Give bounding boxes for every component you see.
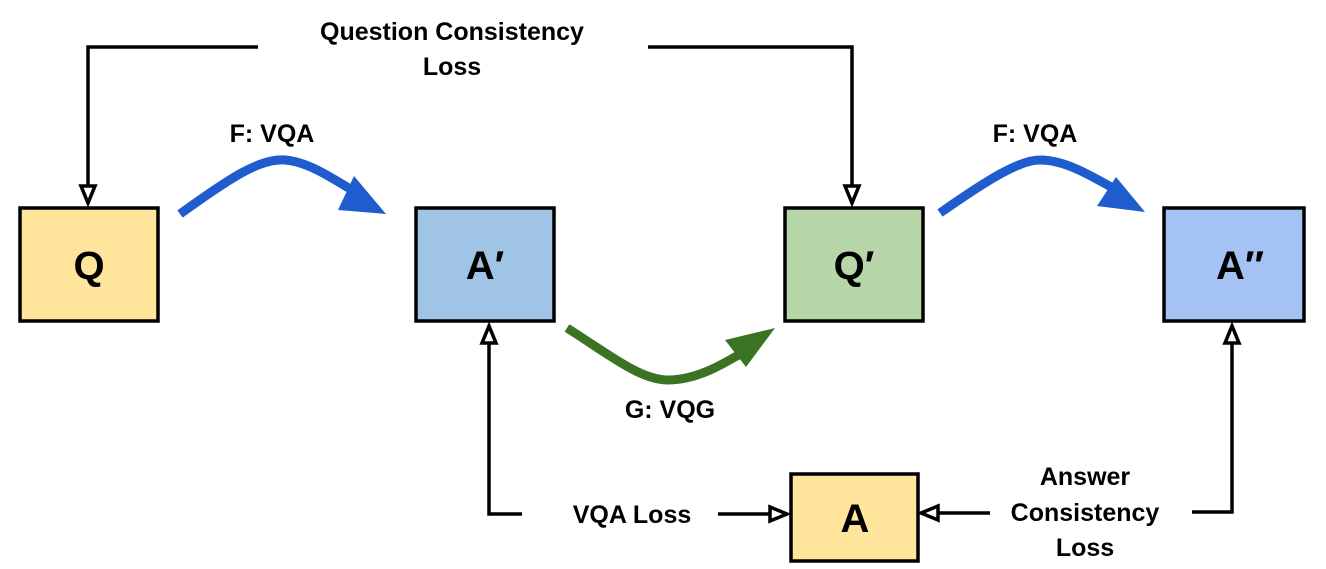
node-a-double-prime-label: A″ (1216, 244, 1264, 288)
node-q-label: Q (73, 244, 104, 288)
question-consistency-loss-label-line2: Loss (423, 53, 481, 81)
vqa-loss-connector (479, 321, 792, 524)
f-vqa-curve-1 (177, 155, 368, 218)
f-vqa-arrow-1 (177, 155, 386, 218)
answer-consistency-loss-label-line1: Answer (1040, 463, 1131, 491)
arrowhead-into-q-prime (842, 184, 862, 208)
node-a-prime-label: A′ (466, 244, 504, 288)
f-vqa-label-2: F: VQA (993, 120, 1078, 148)
node-q: Q (18, 206, 160, 323)
f-vqa-arrowhead-1 (338, 176, 386, 214)
node-a-double-prime: A″ (1162, 206, 1306, 323)
answer-consistency-loss-label-line3: Loss (1056, 534, 1114, 562)
qc-loss-line-to-q-prime (648, 45, 854, 188)
node-q-prime-box (783, 206, 925, 323)
question-consistency-loss-label-line1: Question Consistency (320, 18, 584, 46)
node-a-prime-box (414, 206, 556, 323)
node-a-box (789, 472, 920, 563)
qc-loss-line-to-q (86, 45, 258, 188)
vqa-loss-label: VQA Loss (573, 501, 692, 529)
arrowhead-into-a-prime (479, 321, 499, 345)
node-q-prime: Q′ (783, 206, 925, 323)
ac-loss-line-to-a-double-prime (1192, 340, 1234, 514)
question-consistency-loss-connector (78, 45, 862, 208)
g-vqg-arrowhead (725, 328, 775, 367)
g-vqg-arrow (564, 324, 775, 385)
node-a-label: A (841, 497, 870, 541)
node-a: A (789, 472, 920, 563)
arrowhead-into-a-from-ac-loss (916, 503, 940, 523)
f-vqa-curve-2 (937, 155, 1123, 217)
node-a-double-prime-box (1162, 206, 1306, 323)
node-a-prime: A′ (414, 206, 556, 323)
f-vqa-arrow-2 (937, 155, 1145, 217)
g-vqg-curve (564, 324, 758, 385)
answer-consistency-loss-connector (916, 321, 1242, 523)
answer-consistency-loss-label-line2: Consistency (1011, 499, 1160, 527)
arrowhead-into-a-double-prime (1222, 321, 1242, 345)
g-vqg-label: G: VQG (625, 396, 715, 424)
arrowhead-into-q (78, 184, 98, 208)
vqa-loss-line-to-a-prime (487, 340, 522, 516)
arrowhead-into-a-from-vqa-loss (768, 504, 792, 524)
node-q-prime-label: Q′ (834, 244, 875, 288)
node-q-box (18, 206, 160, 323)
f-vqa-arrowhead-2 (1097, 177, 1145, 212)
f-vqa-label-1: F: VQA (230, 120, 315, 148)
